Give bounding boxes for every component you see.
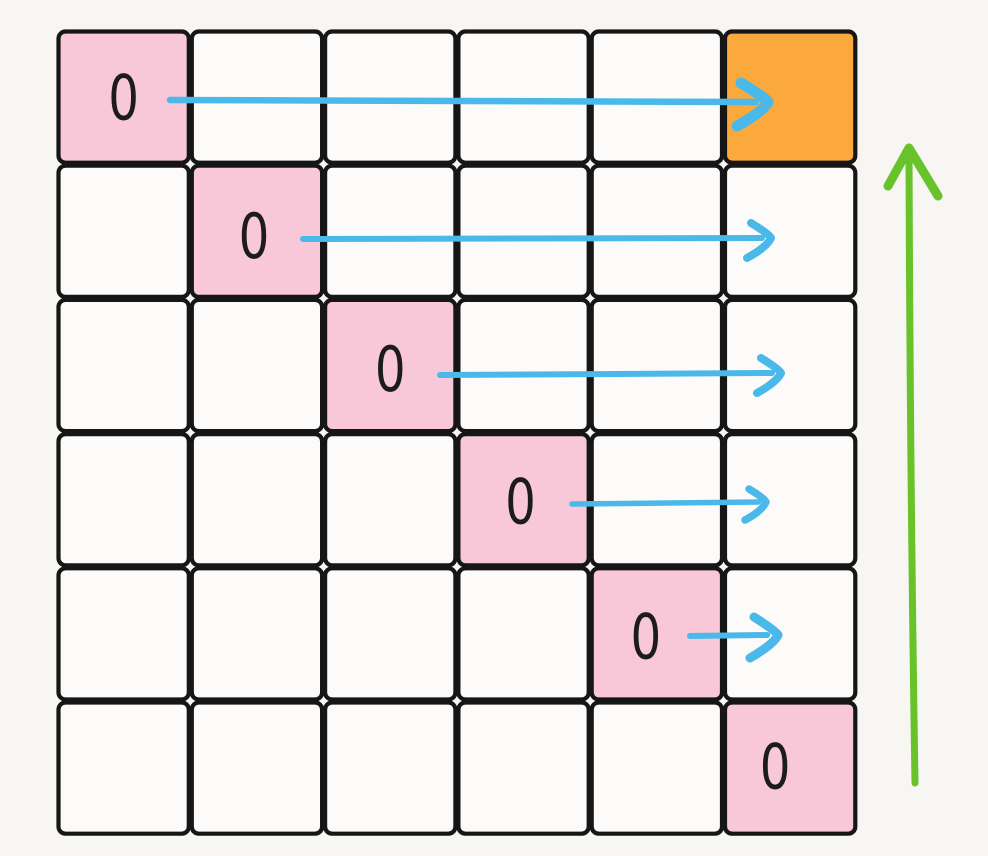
grid-cell-r0-c5 bbox=[722, 29, 858, 165]
grid-cell-r5-c0 bbox=[56, 700, 191, 836]
row-fill-arrow-4 bbox=[687, 612, 783, 663]
row-fill-arrow-shaft-2 bbox=[437, 370, 775, 378]
grid-cell-r1-c5 bbox=[722, 163, 858, 299]
bottom-up-arrow bbox=[883, 143, 943, 787]
grid-cell-r3-c2 bbox=[323, 432, 458, 568]
row-fill-arrowhead-0 bbox=[731, 77, 774, 132]
grid-cell-r4-c3 bbox=[456, 566, 591, 702]
grid-cell-r2-c0 bbox=[56, 297, 191, 434]
cell-value-r0-c0: 0 bbox=[108, 63, 139, 135]
grid-cell-r5-c2 bbox=[323, 700, 458, 836]
cell-value-r3-c3: 0 bbox=[505, 466, 536, 538]
grid-cell-r2-c5 bbox=[722, 297, 858, 434]
grid-cell-r3-c4 bbox=[589, 432, 725, 568]
grid-cell-r1-c0 bbox=[56, 163, 191, 299]
row-fill-arrow-shaft-0 bbox=[166, 96, 760, 106]
cell-value-r1-c1: 0 bbox=[239, 201, 270, 273]
grid-cell-r5-c4 bbox=[589, 700, 725, 836]
row-fill-arrow-2 bbox=[437, 354, 785, 397]
bottom-up-arrowhead bbox=[883, 143, 943, 201]
row-fill-arrowhead-2 bbox=[753, 354, 785, 397]
matrix-values-layer: 0 0 0 0 0 0 bbox=[108, 63, 790, 804]
row-fill-arrowhead-4 bbox=[745, 612, 783, 663]
grid-cell-r2-c1 bbox=[189, 297, 325, 434]
grid-cell-r0-c4 bbox=[589, 29, 725, 165]
grid-cell-r1-c3 bbox=[456, 163, 591, 299]
row-fill-arrowhead-3 bbox=[741, 485, 770, 524]
row-fill-arrow-1 bbox=[300, 219, 775, 262]
arrows-layer bbox=[166, 77, 943, 787]
grid-cell-r0-c2 bbox=[323, 29, 458, 165]
grid-cell-r1-c4 bbox=[589, 163, 725, 299]
row-fill-arrow-0 bbox=[166, 77, 774, 132]
grid-cell-r3-c1 bbox=[189, 432, 325, 568]
grid-cell-r1-c2 bbox=[323, 163, 458, 299]
row-fill-arrow-shaft-4 bbox=[687, 632, 771, 639]
row-fill-arrow-shaft-1 bbox=[300, 235, 765, 242]
matrix-cells-layer bbox=[56, 29, 858, 836]
row-fill-arrowhead-1 bbox=[743, 219, 775, 262]
grid-cell-r4-c0 bbox=[56, 566, 191, 702]
cell-value-r2-c2: 0 bbox=[375, 334, 406, 406]
grid-cell-r2-c3 bbox=[456, 297, 591, 434]
grid-cell-r2-c4 bbox=[589, 297, 725, 434]
grid-cell-r4-c2 bbox=[323, 566, 458, 702]
grid-cell-r5-c5 bbox=[722, 700, 858, 836]
grid-cell-r5-c3 bbox=[456, 700, 591, 836]
grid-cell-r3-c0 bbox=[56, 432, 191, 568]
grid-cell-r3-c3 bbox=[456, 432, 591, 568]
grid-cell-r2-c2 bbox=[323, 297, 458, 434]
grid-cell-r0-c3 bbox=[456, 29, 591, 165]
grid-cell-r1-c1 bbox=[189, 163, 325, 299]
cell-value-r4-c4: 0 bbox=[630, 602, 661, 674]
cell-value-r5-c5: 0 bbox=[760, 732, 791, 804]
grid-cell-r5-c1 bbox=[189, 700, 325, 836]
grid-cell-r4-c1 bbox=[189, 566, 325, 702]
row-fill-arrow-shaft-3 bbox=[569, 499, 762, 507]
bottom-up-arrow-shaft bbox=[905, 146, 919, 787]
row-fill-arrow-3 bbox=[569, 485, 770, 524]
